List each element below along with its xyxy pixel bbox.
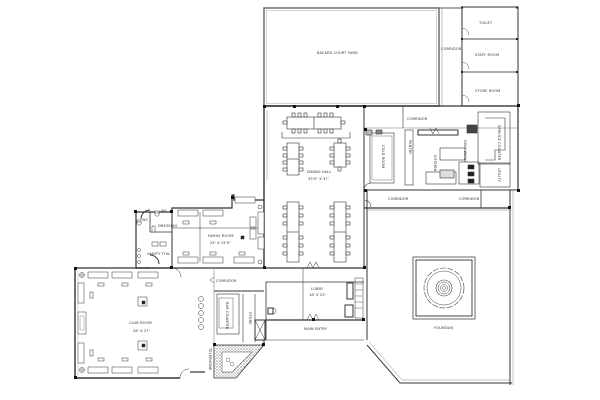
label-service-counter: SERVICE COUNTER xyxy=(497,125,501,161)
label-corridor-bottom-left: CORRIDOR xyxy=(388,197,409,201)
courtyard-room xyxy=(263,7,440,107)
label-dining-hall-size: 33'0" x 37' xyxy=(308,177,329,181)
family-room-furniture xyxy=(136,196,265,265)
lobby-walls xyxy=(214,261,364,342)
label-main-entry: MAIN ENTRY xyxy=(304,327,328,331)
fountain-feature xyxy=(412,256,476,320)
club-room-furniture xyxy=(77,271,204,374)
label-vanity-toilet: VANITY TOIL xyxy=(147,252,171,256)
label-corridor-bottom-right: CORRIDOR xyxy=(459,197,480,201)
label-corridor-club: CORRIDOR xyxy=(216,279,237,283)
label-corridor-vertical: CORRIDOR xyxy=(441,47,462,51)
label-club-room-size: 28' X 27' xyxy=(133,329,150,333)
label-family-room-size: 24' X 15'0" xyxy=(210,241,231,245)
label-lobby-size: 18' x 23' xyxy=(309,293,326,297)
label-wc-1: WC xyxy=(142,218,149,222)
label-cold-room: COLD ROOM xyxy=(381,145,385,169)
kitchen-furniture xyxy=(363,111,511,208)
label-family-room: FAMILY ROOM xyxy=(208,234,234,238)
label-toilet: TOILET xyxy=(479,21,493,25)
dining-furniture xyxy=(281,112,351,263)
label-backed-court-yard: BACKED COURT YARD xyxy=(317,51,358,55)
label-staff-room: STAFF ROOM xyxy=(475,53,500,57)
planter-area xyxy=(213,340,265,379)
label-store: STORE xyxy=(248,312,252,325)
label-fountain: FOUNTAIN xyxy=(434,326,454,330)
label-bar-counter: BAR COUNTER xyxy=(225,302,229,330)
label-club-room: CLUB ROOM xyxy=(129,321,152,325)
label-dish-wash: DISH WASH xyxy=(463,140,467,162)
column-posts xyxy=(74,104,520,379)
label-wc-2: WC xyxy=(161,209,168,213)
label-telephone: TELEPHONE xyxy=(208,348,212,371)
label-kitchen: KITCHEN xyxy=(433,155,437,172)
label-utility: UTILITY xyxy=(497,168,501,183)
label-lobby: LOBBY xyxy=(311,287,324,291)
label-corridor-top-kitchen: CORRIDOR xyxy=(407,117,428,121)
label-pantry: PANTRY xyxy=(408,140,412,155)
label-dining-hall: DINING HALL xyxy=(307,170,332,174)
building-walls xyxy=(263,105,519,385)
label-dressing: DRESSING xyxy=(158,224,178,228)
label-store-room: STORE ROOM xyxy=(475,89,501,93)
